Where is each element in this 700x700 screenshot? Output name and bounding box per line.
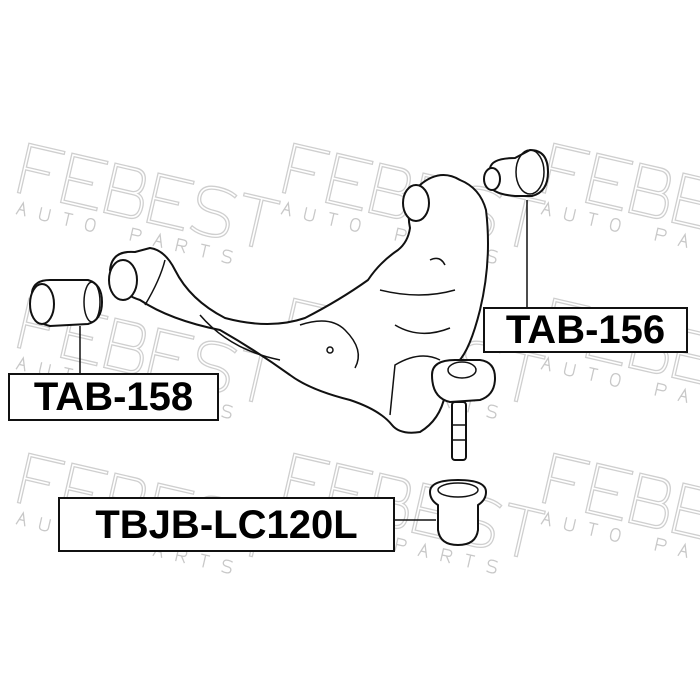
part-label-tab-158: TAB-158 <box>8 373 219 421</box>
watermark-brand-mark-inner <box>543 144 700 246</box>
upper-bushing-part <box>483 149 549 197</box>
watermark-tagline-mark <box>15 201 234 264</box>
front-bushing-part <box>29 279 103 327</box>
watermark-brand-mark-inner <box>18 144 280 246</box>
part-label-tab-156: TAB-156 <box>483 307 688 353</box>
leader-lines <box>79 200 528 521</box>
watermark-brand-mark-inner <box>543 454 700 556</box>
watermark-tagline-mark <box>540 511 700 574</box>
watermark-brand-mark <box>16 142 281 248</box>
watermark-tagline-mark <box>540 201 700 264</box>
part-label-tbjb-lc120l: TBJB-LC120L <box>58 497 395 552</box>
control-arm <box>108 174 489 434</box>
watermark <box>15 142 281 264</box>
watermark-tagline-mark <box>540 356 700 419</box>
watermark <box>540 142 700 264</box>
ball-joint <box>431 359 496 461</box>
ball-joint-boot <box>429 479 487 546</box>
watermark <box>540 452 700 574</box>
